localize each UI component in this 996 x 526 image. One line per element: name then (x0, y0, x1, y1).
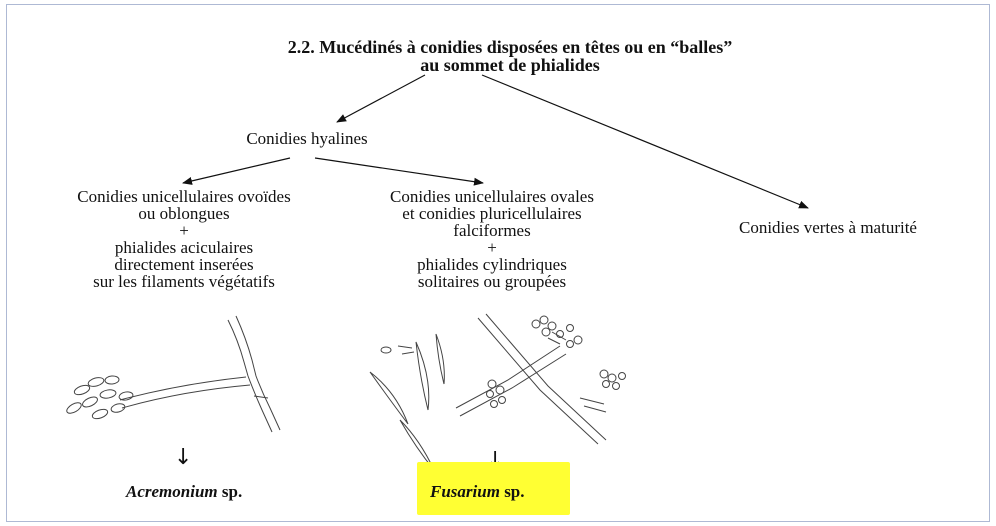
arrow-title-to-green (481, 74, 809, 209)
genus-acremonium-suffix: sp. (217, 482, 243, 501)
acremonium-illustration (66, 315, 281, 433)
arrow-hyalines-to-left (182, 157, 291, 185)
node-conidies-hyalines: Conidies hyalines (246, 129, 368, 148)
diagram-title: 2.2. Mucédinés à conidies disposées en t… (287, 37, 733, 75)
diagram-frame (6, 4, 990, 522)
genus-fusarium-suffix: sp. (499, 482, 525, 501)
node-branch-right: Conidies vertes à maturité (739, 218, 917, 237)
down-arrow-left: ↓ (174, 445, 193, 470)
fusarium-highlight (417, 462, 570, 515)
genus-acremonium-name: Acremonium (126, 482, 218, 501)
arrow-hyalines-to-middle (314, 157, 484, 186)
arrow-title-to-hyalines (336, 74, 426, 123)
node-branch-middle: Conidies unicellulaires ovales et conidi… (390, 187, 594, 291)
genus-fusarium: Fusarium sp. (430, 482, 525, 502)
node-branch-left: Conidies unicellulaires ovoïdes ou oblon… (77, 187, 291, 291)
genus-acremonium: Acremonium sp. (126, 482, 242, 502)
genus-fusarium-name: Fusarium (430, 482, 500, 501)
fusarium-illustration (369, 313, 626, 471)
